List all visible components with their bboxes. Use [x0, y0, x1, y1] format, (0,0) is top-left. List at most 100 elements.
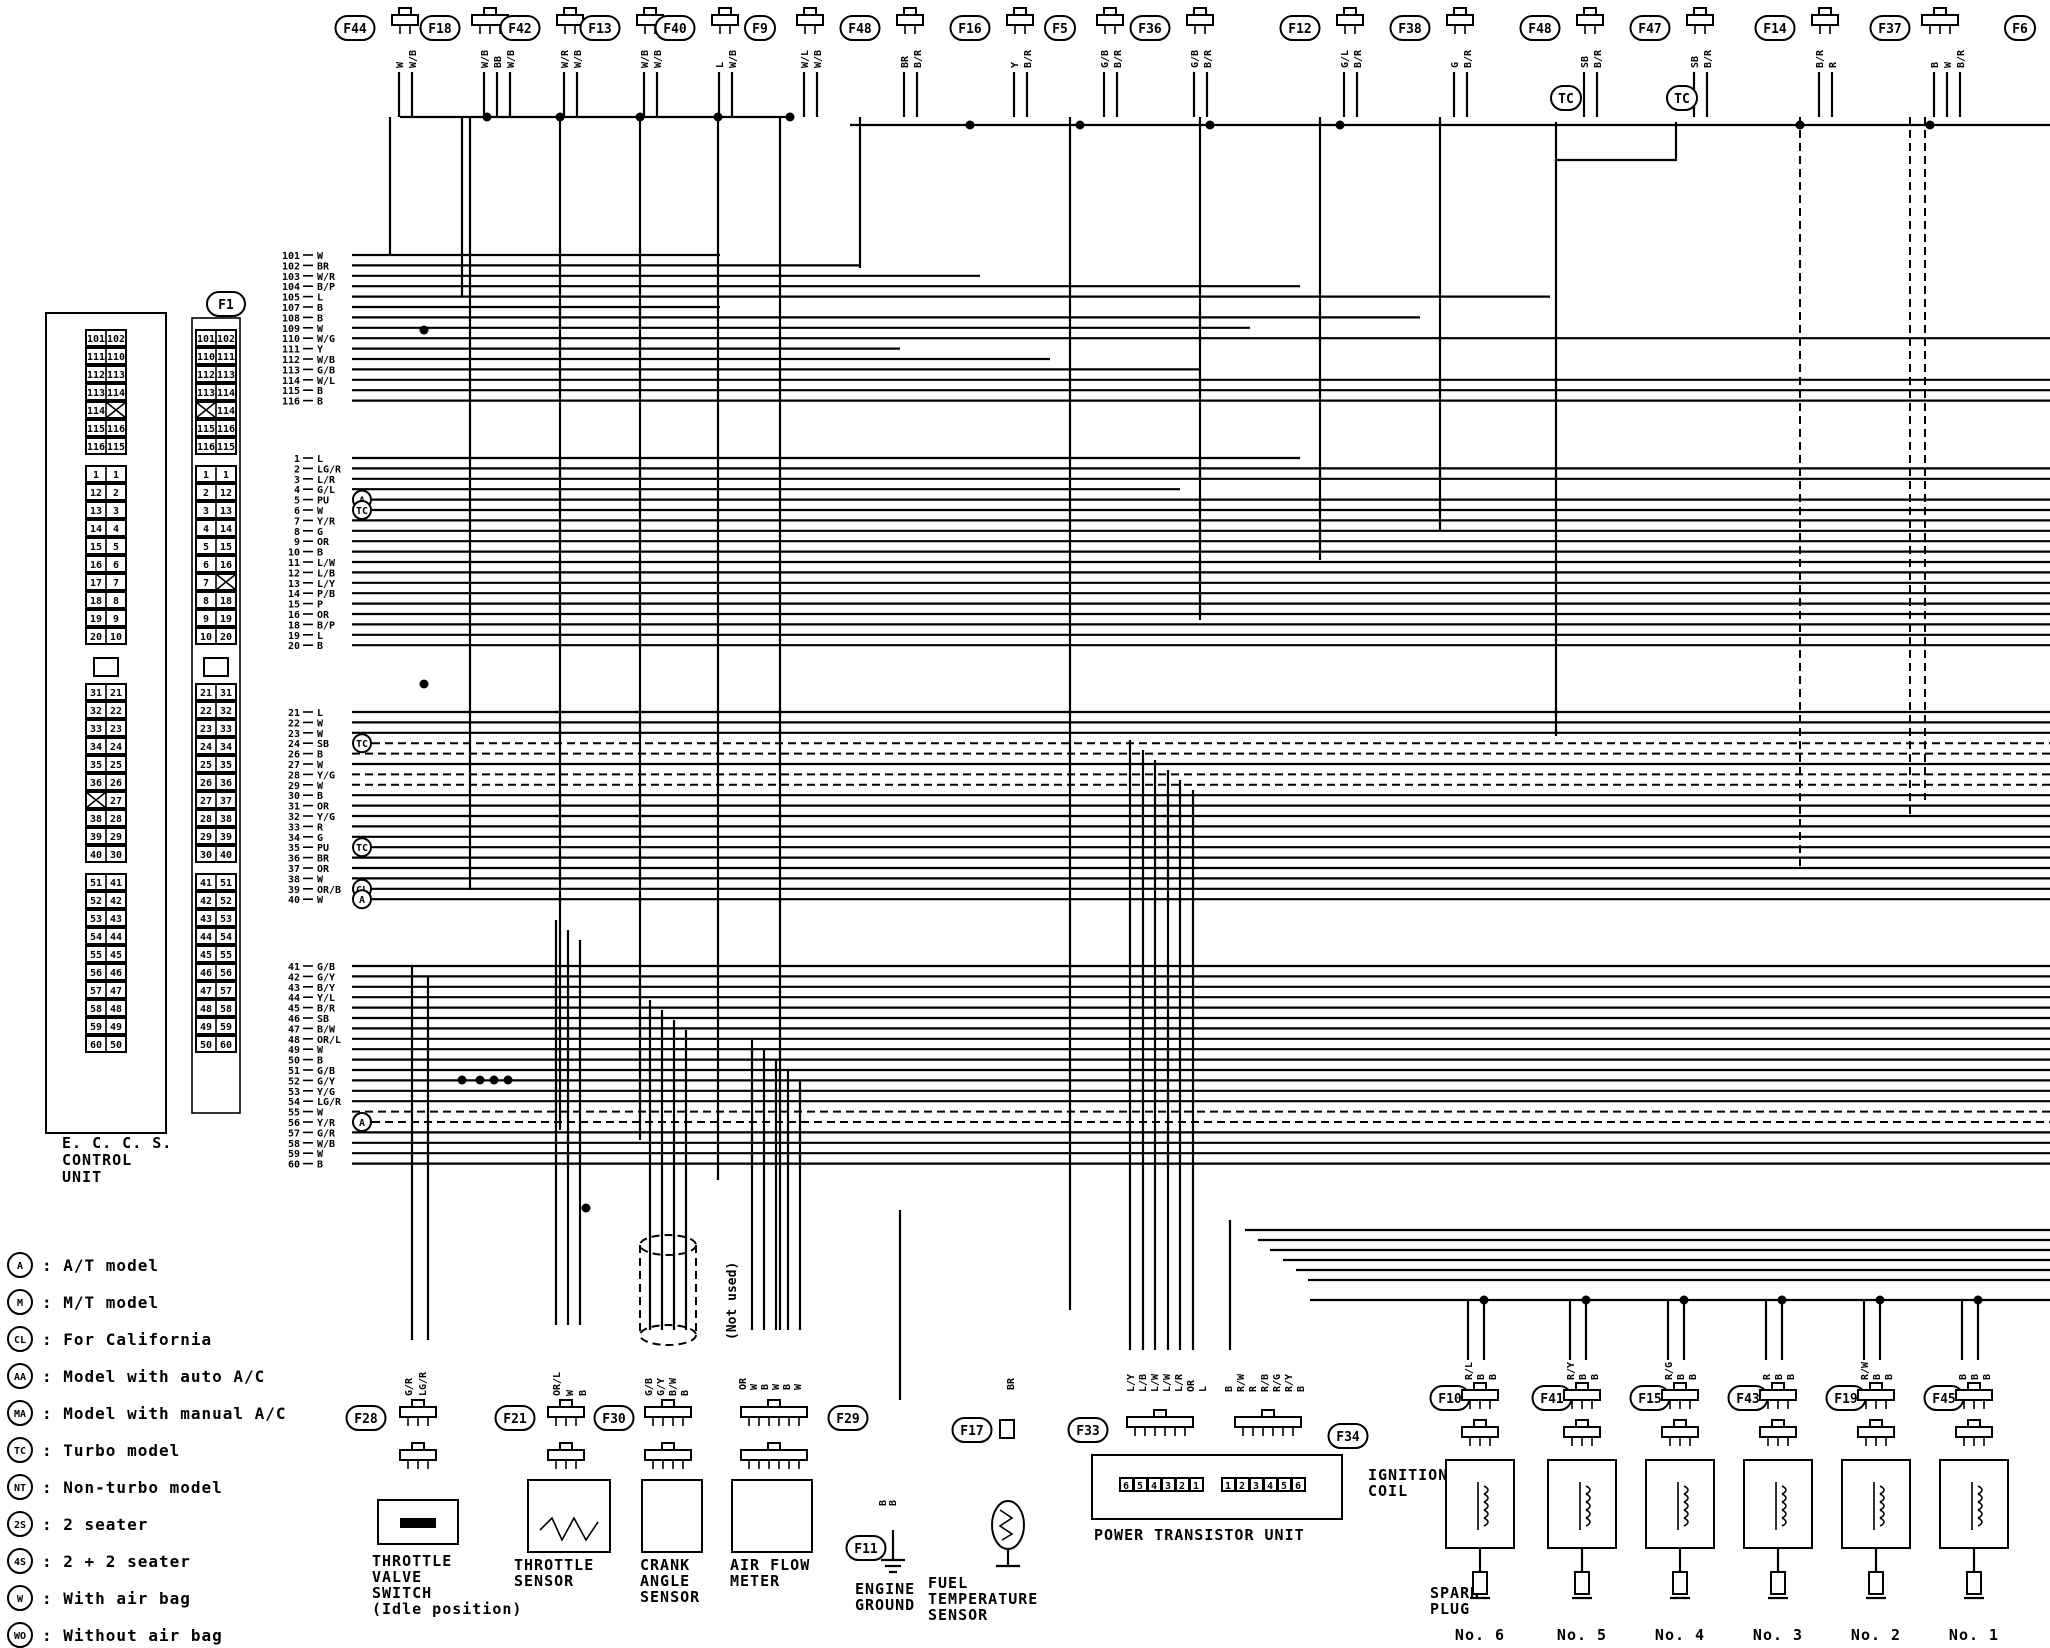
wire-color: B: [1884, 1374, 1895, 1380]
ecu-grid-pin: 52: [90, 896, 102, 907]
eg-label-1: ENGINE: [855, 1580, 915, 1598]
eg-label-2: GROUND: [855, 1596, 915, 1614]
wire-color: L/B: [1138, 1374, 1149, 1392]
legend-item-2s: 2S: 2 seater: [7, 1511, 147, 1537]
tag-label: F16: [958, 22, 982, 37]
marker-text: TC: [356, 506, 368, 517]
wire-color: B: [1476, 1374, 1487, 1380]
cas-label-1: CRANK: [640, 1556, 690, 1574]
top-wire-color: R: [1828, 61, 1839, 68]
wire-color: B: [1774, 1374, 1785, 1380]
ecu-grid-pin: 44: [110, 932, 122, 943]
ptu-pin-no: 2: [1239, 1481, 1245, 1492]
splice-dot: [1479, 1295, 1489, 1305]
wire-color: B: [1970, 1374, 1981, 1380]
top-connector-id: F16: [949, 15, 991, 41]
fts-label-1: FUEL: [928, 1574, 968, 1592]
tag-label: F5: [1052, 22, 1068, 37]
coil-winding: [1683, 1501, 1689, 1511]
ecu-grid-pin: 102: [107, 334, 125, 345]
splice-dot: [489, 1075, 499, 1085]
wire-color: B: [1296, 1386, 1307, 1392]
top-connector-id: F9: [744, 15, 776, 41]
top-wire-color: BB: [493, 56, 504, 68]
top-wire-color: B: [1930, 62, 1941, 68]
wire-color: B/W: [668, 1377, 679, 1396]
ptu-pin-no: 1: [1193, 1481, 1199, 1492]
legend-marker: MA: [7, 1400, 33, 1426]
splice-dot: [1679, 1295, 1689, 1305]
coil-winding: [1483, 1517, 1489, 1527]
ecu-grid-pin: 113: [197, 388, 215, 399]
pin-wire-color: SB: [317, 739, 329, 750]
connector-latch: [1869, 1419, 1883, 1428]
pin-option-marker: TC: [352, 837, 372, 858]
connector-body: [399, 1406, 437, 1418]
pin-wire-color: B: [317, 548, 323, 559]
ptu-pin-no: 3: [1165, 1481, 1171, 1492]
tag-label: F10: [1438, 1392, 1462, 1407]
pin-wire-color: P: [317, 600, 323, 611]
ecu-grid-pin: 57: [220, 986, 232, 997]
pin-wire-color: LG/R: [317, 1097, 342, 1108]
legend-text: : Turbo model: [42, 1441, 180, 1460]
tag-label: F48: [1528, 22, 1552, 37]
ecu-grid-pin: 28: [110, 814, 122, 825]
pin-wire-color: W: [317, 1045, 324, 1056]
ecu-grid-pin: 16: [90, 560, 102, 571]
ecu-grid-pin: 32: [220, 706, 232, 717]
legend-marker: TC: [7, 1437, 33, 1463]
tag-outline: [951, 1417, 993, 1443]
ecu-grid-pin: 3: [113, 506, 119, 517]
tag-label: F38: [1398, 22, 1422, 37]
wire-color: R/Y: [1566, 1362, 1577, 1380]
splice-dot: [785, 112, 795, 122]
pin-wire-color: L/W: [317, 558, 336, 569]
ts-label-2: SENSOR: [514, 1572, 574, 1590]
connector-glyph: [1126, 1409, 1194, 1436]
wire-color: B: [1786, 1374, 1797, 1380]
marker-circle: [7, 1400, 33, 1426]
ecu-grid-pin: 112: [87, 370, 105, 381]
afm-label-1: AIR FLOW: [730, 1556, 810, 1574]
wire-color: R/W: [1236, 1373, 1247, 1392]
pin-option-marker: TC: [352, 500, 372, 520]
ptu-pin-no: 4: [1267, 1481, 1273, 1492]
legend-item-tc: TC : Turbo model: [7, 1437, 180, 1463]
connector-body: [1857, 1426, 1895, 1438]
ecu-grid-pin: 27: [200, 796, 212, 807]
ecu-grid-pin: 16: [220, 560, 232, 571]
marker-text: 2S: [14, 1520, 26, 1531]
afm-body: [731, 1479, 813, 1553]
ecu-grid-pin: 9: [113, 614, 119, 625]
ecu-grid-pin: 12: [90, 488, 102, 499]
pin-number: 104: [282, 282, 300, 293]
pin-number: 54: [288, 1097, 300, 1108]
wire-color: W: [793, 1383, 804, 1390]
marker-text: CL: [14, 1335, 26, 1346]
pin-row-54: 54 LG/R: [288, 1097, 342, 1108]
spark-plug-number: No. 3: [1753, 1626, 1803, 1644]
pin-number: 32: [288, 812, 300, 823]
ecu-grid-pin: 36: [90, 778, 102, 789]
ecu-grid-pin: 48: [110, 1004, 122, 1015]
marker-text: M: [17, 1298, 23, 1309]
connector-latch: [1673, 1419, 1687, 1428]
pin-wire-color: W/R: [317, 272, 336, 283]
ecu-grid-pin: 29: [200, 832, 212, 843]
ecu-grid-pin: 4: [203, 524, 209, 535]
tag-outline: [1044, 15, 1076, 41]
